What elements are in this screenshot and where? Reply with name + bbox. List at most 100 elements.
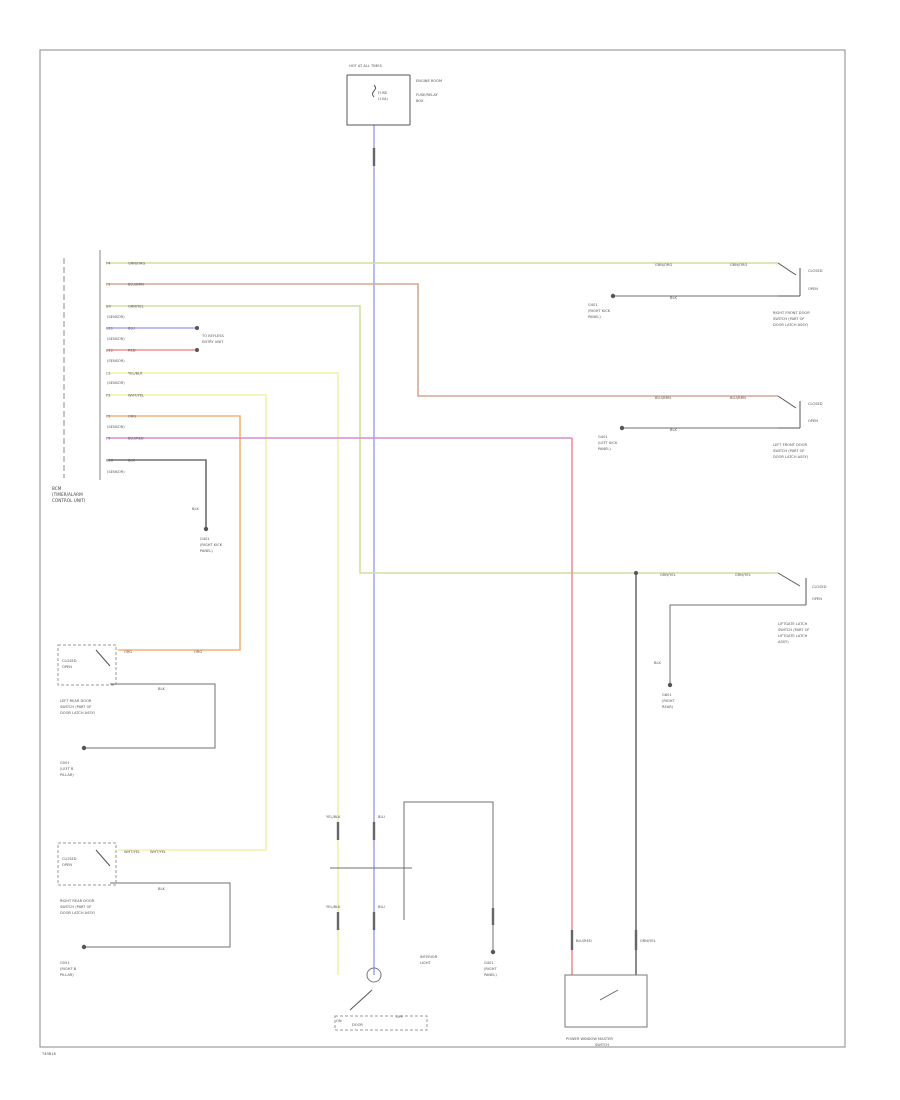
il-wire-2: BLU — [378, 815, 385, 819]
rr-name-2: SWITCH (PART OF — [60, 905, 92, 909]
module-pin-p2: P2 — [106, 415, 110, 419]
lg-closed: CLOSED — [812, 585, 827, 589]
lg-name-2: SWITCH (PART OF — [778, 628, 810, 632]
module-pin-color-p1: BLU/BRN — [128, 283, 144, 287]
il-gnd-1: G401 — [484, 961, 494, 965]
keyless-note-1: TO KEYLESS — [201, 334, 225, 338]
rf-name-1: RIGHT FRONT DOOR — [773, 311, 810, 315]
il-wire-4: BLU — [378, 905, 385, 909]
keyless-arrow-icon — [195, 326, 199, 330]
il-wire-3: YEL/BLK — [326, 905, 341, 909]
lg-wire-2: GRN/YEL — [735, 573, 751, 577]
rr-closed: CLOSED — [62, 857, 77, 861]
lr-open: OPEN — [62, 665, 72, 669]
module-pin-color-b12: RED — [128, 349, 136, 353]
lf-name-1: LEFT FRONT DOOR — [773, 443, 807, 447]
il-off: OFF — [396, 1015, 403, 1019]
rr-gnd-2: (RIGHT B — [60, 967, 77, 971]
lr-gnd-1: G501 — [60, 761, 70, 765]
diagram-frame — [39, 49, 846, 1048]
module-pin-color-p2: ORG — [128, 415, 136, 419]
fuse-box: HOT AT ALL TIMES ENGINE ROOM FUSE (15A) … — [346, 64, 442, 126]
lg-name-4: ASSY) — [778, 640, 789, 644]
module-pin-color-p4: GRN/ORG — [128, 262, 146, 266]
wire-grn-yel-liftgate — [108, 305, 778, 574]
il-ground-icon — [490, 949, 496, 955]
fuse-box-line-4: FUSE/RELAY — [416, 93, 438, 97]
module-pin-color-b16: BLK — [128, 459, 135, 463]
lf-wire-1: BLU/BRN — [655, 396, 671, 400]
module-note-4: (SENSOR) — [107, 381, 125, 385]
module-note-2: (SENSOR) — [107, 337, 125, 341]
module-ground-3: PANEL) — [200, 549, 213, 553]
switch-right-front: GRN/ORG GRN/ORG CLOSED OPEN BLK G401 (RI… — [588, 262, 823, 327]
lr-ground-icon — [81, 745, 87, 751]
lg-gnd-2: (RIGHT — [662, 699, 675, 703]
lr-name-3: DOOR LATCH ASSY) — [60, 711, 96, 715]
lr-switch-box — [57, 644, 117, 686]
module-note-1: (SENSOR) — [107, 315, 125, 319]
module-note-5: (SENSOR) — [107, 425, 125, 429]
lg-gnd-3: REAR) — [662, 705, 674, 709]
pw-box — [564, 974, 648, 1028]
lg-gnd-wire: BLK — [654, 661, 661, 665]
wire-rr-ground — [84, 882, 231, 948]
fuse-box-line-2: FUSE — [378, 91, 388, 95]
lf-gnd-wire: BLK — [670, 428, 677, 432]
wire-lr-ground — [84, 683, 216, 749]
power-window-switch: BLU/RED GRN/YEL POWER WINDOW MASTER SWIT… — [564, 939, 656, 1047]
lr-wire-1: ORG — [124, 650, 132, 654]
rr-open: OPEN — [62, 863, 72, 867]
rf-name-3: DOOR LATCH ASSY) — [773, 323, 809, 327]
rr-name-1: RIGHT REAR DOOR — [60, 899, 95, 903]
rf-wire-1: GRN/ORG — [655, 263, 673, 267]
rr-wire-1: WHT/YEL — [124, 850, 140, 854]
il-box — [334, 1015, 428, 1031]
rr-switch-blade-icon — [95, 849, 111, 867]
module-note-3: (SENSOR) — [107, 359, 125, 363]
lr-wire-2: ORG — [194, 650, 202, 654]
lg-name-3: LIFTGATE LATCH — [778, 634, 808, 638]
lg-name-1: LIFTGATE LATCH — [778, 622, 808, 626]
footer-code: T49B18 — [41, 1052, 57, 1056]
rf-gnd-3: PANEL) — [588, 315, 601, 319]
wire-liftgate-ground — [669, 604, 806, 683]
module-pin-p4: P4 — [106, 262, 111, 266]
il-gnd-3: PANEL) — [484, 973, 497, 977]
keyless-note-2: ENTRY UNIT — [202, 340, 224, 344]
rf-gnd-1: G401 — [588, 303, 598, 307]
lg-gnd-1: G601 — [662, 693, 672, 697]
liftgate-splice-icon — [634, 571, 638, 575]
module-name-2: (TIMER/ALARM — [52, 492, 83, 497]
switch-left-front: BLU/BRN BLU/BRN CLOSED OPEN BLK G401 (LE… — [598, 395, 823, 459]
lr-closed: CLOSED — [62, 659, 77, 663]
lf-closed: CLOSED — [808, 402, 823, 406]
fuse-box-line-1: ENGINE ROOM — [416, 79, 442, 83]
module-pin-color-p3: WHT/YEL — [128, 394, 144, 398]
rf-closed: CLOSED — [808, 269, 823, 273]
pw-wire-1: BLU/RED — [576, 939, 592, 943]
rr-gnd-wire: BLK — [158, 887, 165, 891]
pw-wire-2: GRN/YEL — [640, 939, 656, 943]
interior-light: YEL/BLK BLU YEL/BLK BLU ON DOOR OFF INTE… — [326, 815, 497, 1031]
il-wire-1: YEL/BLK — [326, 815, 341, 819]
module-pin-b16: B16 — [106, 459, 114, 463]
lr-gnd-3: PILLAR) — [60, 773, 74, 777]
lr-name-1: LEFT REAR DOOR — [60, 699, 92, 703]
rr-name-3: DOOR LATCH ASSY) — [60, 911, 96, 915]
rf-switch-blade-icon — [777, 262, 797, 276]
wire-light-ground — [403, 801, 494, 950]
fuse-box-line-3: (15A) — [378, 97, 388, 101]
module-ground-1: G401 — [200, 537, 210, 541]
lf-wire-2: BLU/BRN — [730, 396, 746, 400]
module-name-3: CONTROL UNIT) — [52, 498, 86, 503]
wire-org-lr — [108, 415, 241, 651]
rf-wire-2: GRN/ORG — [730, 263, 748, 267]
lr-switch-blade-icon — [95, 649, 111, 667]
fuse-box-header: HOT AT ALL TIMES — [349, 64, 383, 68]
pw-switch-blade-icon — [599, 989, 619, 1001]
rr-ground-icon — [81, 944, 87, 950]
module-pin-p5: P5 — [106, 437, 110, 441]
